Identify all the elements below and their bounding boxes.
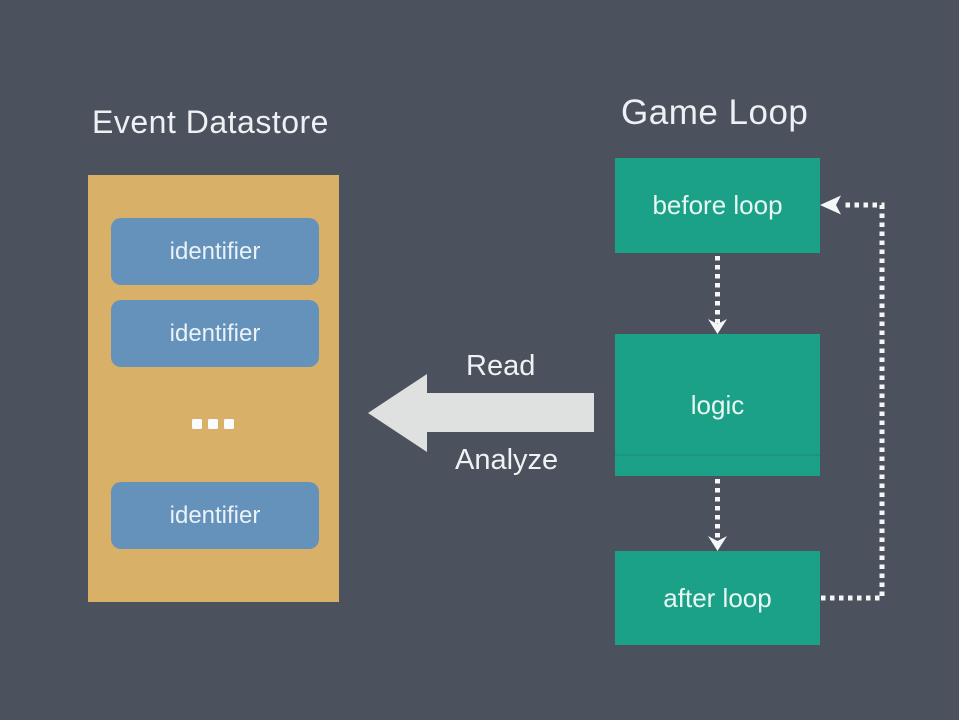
- ellipsis: [192, 419, 234, 429]
- node-logic: logic: [615, 334, 820, 476]
- node-after-loop: after loop: [615, 551, 820, 645]
- read-arrow-left-icon: [368, 374, 427, 452]
- arrowhead-left-before-icon: [820, 195, 841, 215]
- node-logic-label: logic: [690, 389, 745, 420]
- ellipsis-dot: [208, 419, 218, 429]
- read-label: Read: [466, 350, 536, 382]
- read-arrow-body: [426, 393, 594, 432]
- arrowhead-down-after-icon: [708, 536, 727, 551]
- ellipsis-dot: [192, 419, 202, 429]
- identifier-item: identifier: [111, 218, 319, 285]
- feedback-loop-path: [821, 202, 885, 601]
- node-logic-seam: [615, 454, 820, 456]
- identifier-item: identifier: [111, 482, 319, 549]
- arrowhead-down-logic-icon: [708, 319, 727, 334]
- datastore-panel: identifier identifier identifier: [88, 175, 339, 602]
- analyze-label: Analyze: [455, 444, 559, 476]
- node-before-loop: before loop: [615, 158, 820, 253]
- ellipsis-dot: [224, 419, 234, 429]
- identifier-item: identifier: [111, 300, 319, 367]
- game-loop-title: Game Loop: [621, 93, 809, 132]
- event-datastore-title: Event Datastore: [92, 104, 329, 140]
